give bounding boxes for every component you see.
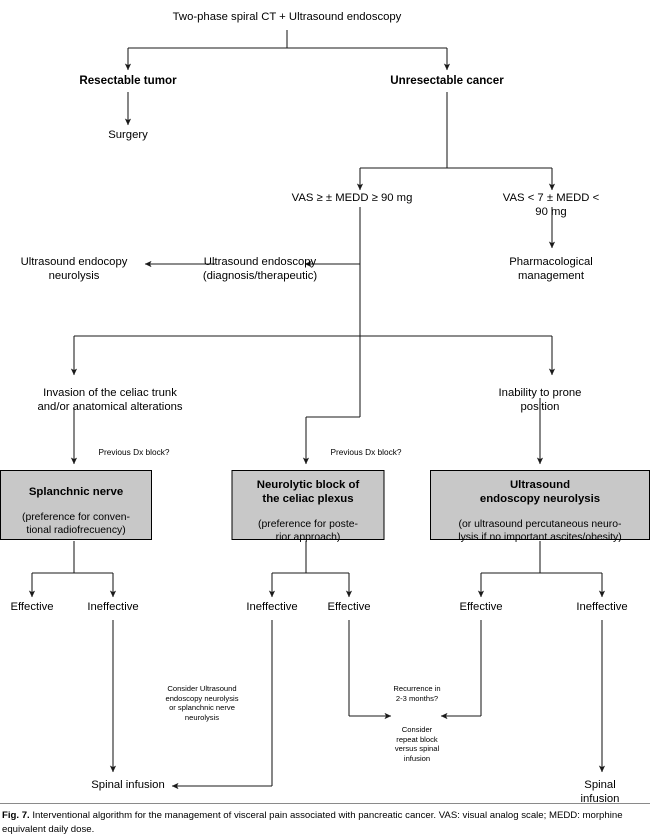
node-unresectable-cancer: Unresectable cancer: [390, 74, 504, 87]
annotation-recurrence: Recurrence in 2-3 months?: [393, 684, 441, 703]
box-splanchnic-nerve[interactable]: Splanchnic nerve (preference for conven-…: [0, 470, 152, 540]
node-ultrasound-endoscopy-neurolysis: Ultrasound endocopy neurolysis: [20, 256, 128, 282]
box-ultrasound-endoscopy-neurolysis[interactable]: Ultrasound endoscopy neurolysis (or ultr…: [430, 470, 650, 544]
node-vas-high: VAS ≥ ± MEDD ≥ 90 mg: [291, 192, 413, 204]
annotation-consider-ultrasound: Consider Ultrasound endoscopy neurolysis…: [165, 684, 239, 723]
outcome-effective-2: Effective: [327, 601, 371, 613]
node-resectable-tumor: Resectable tumor: [79, 74, 177, 87]
label-previous-dx-block-left: Previous Dx block?: [98, 447, 170, 457]
figure-caption-label: Fig. 7.: [2, 810, 30, 821]
outcome-ineffective-1: Ineffective: [87, 601, 139, 613]
figure-caption: Fig. 7. Interventional algorithm for the…: [0, 803, 650, 836]
annotation-consider-repeat-block: Consider repeat block versus spinal infu…: [394, 725, 440, 764]
box-splanchnic-nerve-title: Splanchnic nerve: [28, 486, 124, 499]
node-root: Two-phase spiral CT + Ultrasound endosco…: [172, 11, 402, 23]
node-pharmacological-management: Pharmacological management: [509, 256, 593, 282]
node-inability-prone-position: Inability to prone position: [498, 387, 582, 413]
outcome-effective-3: Effective: [459, 601, 503, 613]
box-neurolytic-block-body: (preference for poste- rior approach): [258, 519, 358, 544]
outcome-ineffective-3: Ineffective: [576, 601, 628, 613]
node-invasion-celiac-trunk: Invasion of the celiac trunk and/or anat…: [37, 387, 183, 413]
node-vas-low: VAS < 7 ± MEDD < 90 mg: [502, 192, 600, 218]
figure-caption-text: Interventional algorithm for the managem…: [2, 810, 623, 835]
box-ultrasound-endoscopy-neurolysis-title: Ultrasound endoscopy neurolysis: [479, 478, 601, 506]
box-neurolytic-block-title: Neurolytic block of the celiac plexus: [256, 478, 360, 506]
node-ultrasound-endoscopy: Ultrasound endoscopy (diagnosis/therapeu…: [202, 256, 318, 282]
box-ultrasound-endoscopy-neurolysis-body: (or ultrasound percutaneous neuro- lysis…: [458, 519, 622, 544]
box-neurolytic-block[interactable]: Neurolytic block of the celiac plexus (p…: [231, 470, 385, 544]
outcome-ineffective-2: Ineffective: [246, 601, 298, 613]
node-spinal-infusion-left: Spinal infusion: [91, 779, 165, 791]
label-previous-dx-block-middle: Previous Dx block?: [330, 447, 402, 457]
node-spinal-infusion-right: Spinal infusion: [580, 779, 620, 805]
outcome-effective-1: Effective: [10, 601, 54, 613]
node-surgery: Surgery: [108, 129, 148, 141]
box-splanchnic-nerve-body: (preference for conven- tional radiofrec…: [21, 512, 130, 536]
